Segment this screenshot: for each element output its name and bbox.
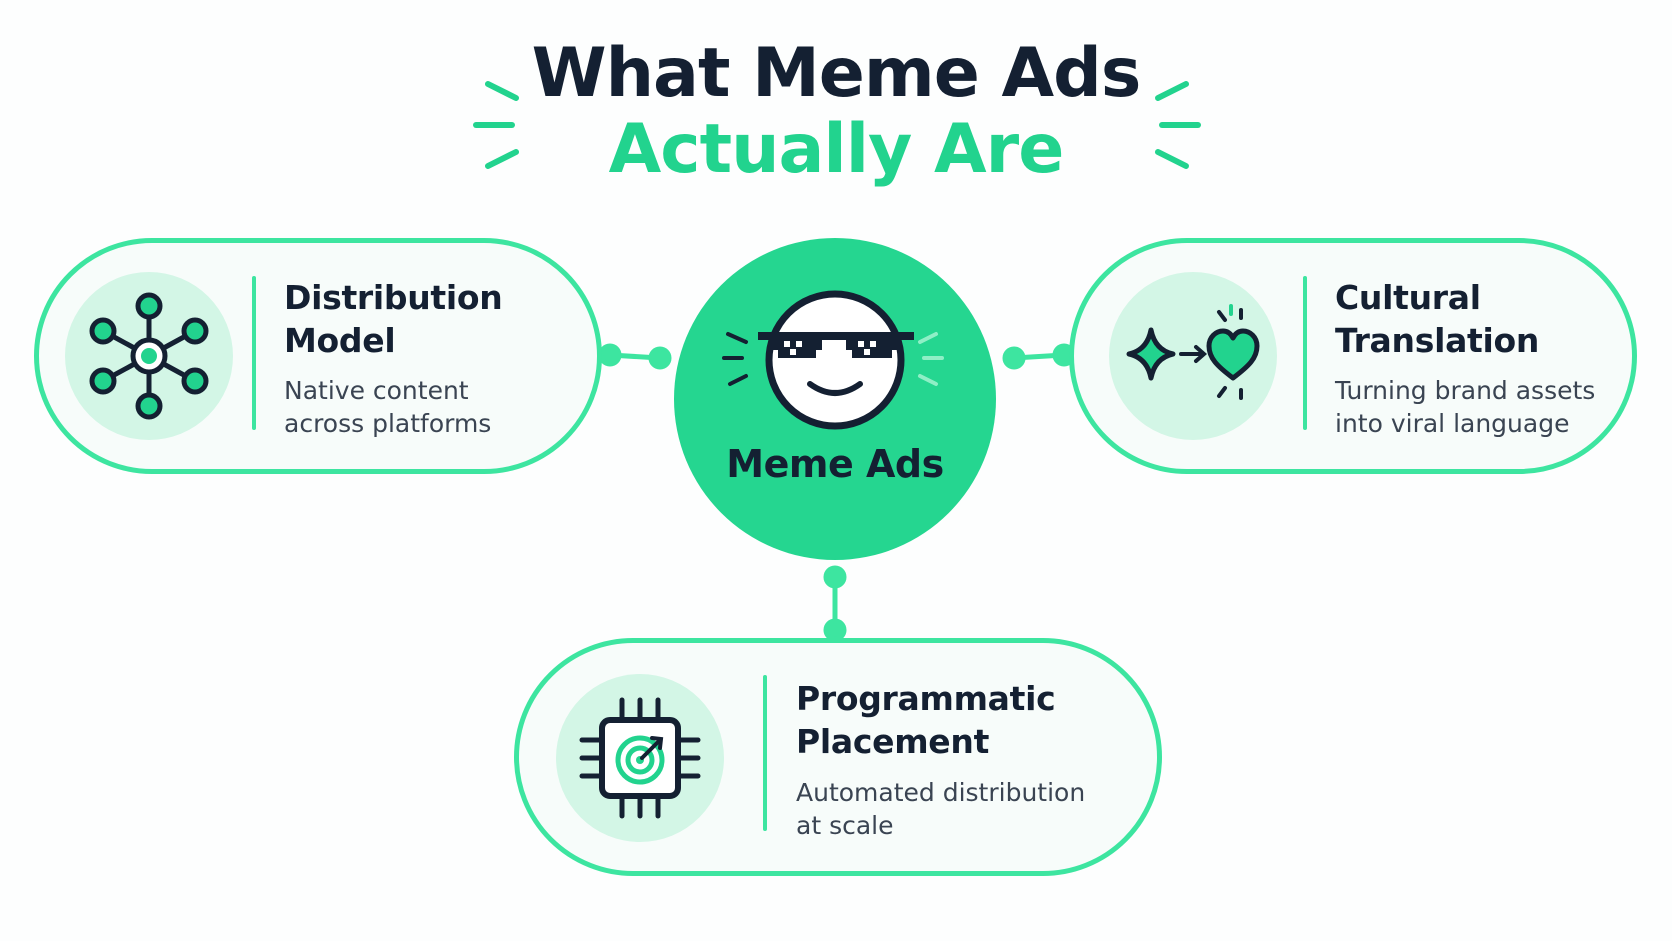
card-divider: [1303, 276, 1307, 430]
card-title-line1: Distribution: [284, 278, 503, 317]
card-desc-line2: at scale: [796, 811, 894, 840]
sunglasses-smiley-icon: [722, 290, 944, 430]
network-hub-icon: [65, 272, 233, 440]
card-title-line1: Cultural: [1335, 278, 1481, 317]
chip-target-icon: [556, 674, 724, 842]
card-programmatic-placement: Programmatic Placement Automated distrib…: [514, 638, 1162, 876]
card-desc-line2: into viral language: [1335, 409, 1570, 438]
connector-bottom: [823, 565, 847, 642]
card-title-line2: Translation: [1335, 321, 1540, 360]
card-title-line2: Model: [284, 321, 396, 360]
card-desc-line2: across platforms: [284, 409, 492, 438]
page-title-line2: Actually Are: [608, 110, 1065, 189]
card-divider: [252, 276, 256, 430]
card-desc-line1: Native content: [284, 376, 469, 405]
card-title-line2: Placement: [796, 722, 990, 761]
card-divider: [763, 675, 767, 831]
title-rays-left-icon: [473, 81, 519, 169]
connector-right: [1002, 343, 1076, 370]
card-title-line1: Programmatic: [796, 679, 1056, 718]
card-desc-line1: Automated distribution: [796, 778, 1086, 807]
card-cultural-translation: Cultural Translation Turning brand asset…: [1069, 238, 1637, 474]
card-distribution-model: Distribution Model Native content across…: [34, 238, 602, 474]
connector-left: [598, 343, 672, 370]
center-label: Meme Ads: [726, 442, 944, 486]
title-rays-right-icon: [1155, 81, 1201, 169]
card-desc-line1: Turning brand assets: [1335, 376, 1596, 405]
sparkle-to-heart-icon: [1109, 272, 1277, 440]
center-node: [674, 238, 996, 560]
page-title-line1: What Meme Ads: [531, 34, 1142, 113]
